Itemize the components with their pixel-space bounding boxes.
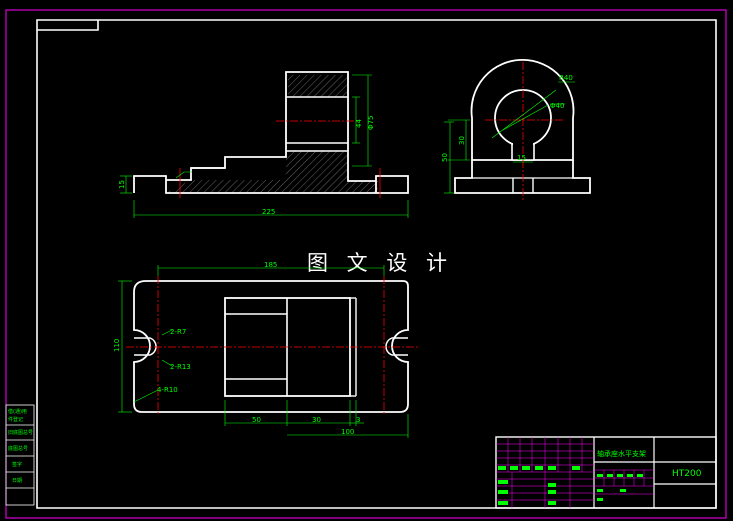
- material: HT200: [672, 469, 702, 479]
- top-dim-3: 3: [356, 416, 360, 424]
- side-dim-15: 15: [517, 154, 526, 162]
- top-slot-left: [134, 337, 157, 356]
- title-block: 轴承座水平支架 HT200: [495, 436, 717, 509]
- front-dim-15: 15: [118, 180, 126, 189]
- top-dim-110: 110: [113, 339, 121, 352]
- inner-border: [36, 19, 717, 509]
- side-view: R40 Φ40 30 50 15: [441, 58, 591, 200]
- top-dim-r7: 2-R7: [170, 328, 186, 336]
- top-dim-r13: 2-R13: [170, 363, 191, 371]
- side-row-2: 件登记: [8, 416, 23, 423]
- front-dim-75: Φ75: [367, 116, 375, 130]
- front-dim-44: 44: [355, 119, 363, 128]
- side-dim-lines: [444, 81, 575, 194]
- top-dim-100: 100: [341, 428, 354, 436]
- side-dim-r40: R40: [559, 74, 573, 82]
- top-outline: [133, 280, 409, 413]
- front-dim-lines: [120, 74, 409, 218]
- side-row-5: 签字: [12, 461, 22, 468]
- side-row-3: 旧底图总号: [8, 429, 33, 436]
- front-view: 225 44 Φ75 15: [118, 71, 409, 218]
- top-dim-50: 50: [252, 416, 261, 424]
- side-row-6: 日期: [12, 478, 22, 484]
- side-row-4: 底图总号: [8, 445, 28, 452]
- top-dim-185: 185: [264, 261, 277, 269]
- side-dim-50: 50: [441, 153, 449, 162]
- side-outline: [470, 58, 575, 161]
- side-dim-30: 30: [458, 136, 466, 145]
- front-outline: [133, 71, 409, 194]
- front-dim-225: 225: [262, 208, 275, 216]
- top-dim-r10: 4-R10: [157, 386, 178, 394]
- top-view: 185 110 2-R7 2-R13 4-R10 50 30 3 100: [113, 261, 420, 438]
- top-dim-lines: [118, 265, 409, 438]
- front-boss-hatch: [288, 75, 348, 97]
- side-dim-d40: Φ40: [550, 102, 564, 110]
- side-base: [454, 160, 591, 194]
- top-slot-right: [385, 337, 408, 356]
- part-name: 轴承座水平支架: [597, 449, 646, 458]
- front-section-hatch: [166, 150, 378, 193]
- watermark: 图 文 设 计: [307, 251, 453, 275]
- side-row-1: 借(通)用: [8, 408, 27, 415]
- top-dim-30: 30: [312, 416, 321, 424]
- watermark-bg: [302, 246, 440, 276]
- side-table: [5, 404, 35, 506]
- outer-frame: [5, 9, 727, 519]
